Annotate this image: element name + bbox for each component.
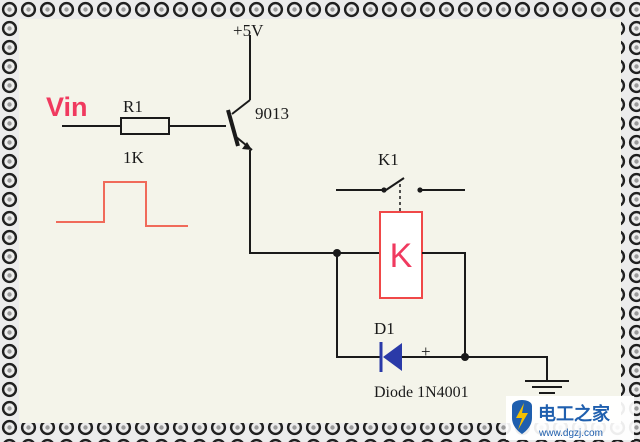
input-pulse-waveform bbox=[56, 181, 188, 227]
resistor-ref-label: R1 bbox=[123, 97, 143, 116]
vin-label: Vin bbox=[46, 92, 88, 122]
watermark: 电工之家 www.dgzj.com bbox=[506, 396, 634, 440]
transistor-9013 bbox=[226, 35, 253, 151]
resistor-value-label: 1K bbox=[123, 148, 145, 167]
watermark-title: 电工之家 bbox=[538, 403, 611, 425]
diode-part-label: Diode 1N4001 bbox=[374, 384, 469, 401]
coil-return-wire bbox=[422, 252, 466, 357]
schematic-panel bbox=[19, 19, 621, 423]
diode-polarity-label: + bbox=[421, 342, 431, 361]
diode-branch-wire bbox=[336, 253, 465, 358]
relay-switch-ref-label: K1 bbox=[378, 150, 399, 169]
ground-icon bbox=[465, 356, 569, 394]
transistor-part-label: 9013 bbox=[255, 104, 289, 123]
supply-label: +5V bbox=[233, 21, 264, 40]
relay-coil-box bbox=[379, 211, 423, 299]
diode-d1 bbox=[379, 342, 402, 372]
emitter-arrow-icon bbox=[242, 142, 252, 150]
diode-ref-label: D1 bbox=[374, 319, 395, 338]
relay-coil-label: K bbox=[390, 237, 413, 275]
relay-switch-k1 bbox=[336, 177, 465, 212]
watermark-url: www.dgzj.com bbox=[538, 428, 603, 439]
